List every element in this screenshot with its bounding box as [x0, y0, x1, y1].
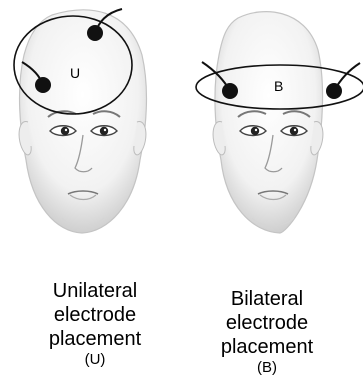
electrode-side: [35, 77, 51, 93]
caption-line: electrode: [20, 303, 170, 327]
eye-left: [240, 126, 266, 136]
unilateral-marker-label: U: [70, 65, 80, 81]
caption-line: placement: [20, 327, 170, 351]
electrode-top: [87, 25, 103, 41]
head-bilateral: [213, 12, 323, 233]
eye-left: [50, 126, 76, 136]
caption-line: placement: [192, 335, 342, 359]
eye-right: [281, 126, 307, 136]
head-unilateral: [19, 10, 146, 233]
unilateral-caption: Unilateral electrode placement (U): [20, 279, 170, 368]
caption-abbreviation: (B): [192, 359, 342, 376]
bilateral-marker-label: B: [274, 78, 283, 94]
electrode-right: [326, 83, 342, 99]
caption-line: electrode: [192, 311, 342, 335]
eye-right: [91, 126, 117, 136]
bilateral-caption: Bilateral electrode placement (B): [192, 287, 342, 376]
caption-line: Bilateral: [192, 287, 342, 311]
caption-abbreviation: (U): [20, 351, 170, 368]
illustration: [0, 0, 363, 280]
caption-line: Unilateral: [20, 279, 170, 303]
electrode-left: [222, 83, 238, 99]
